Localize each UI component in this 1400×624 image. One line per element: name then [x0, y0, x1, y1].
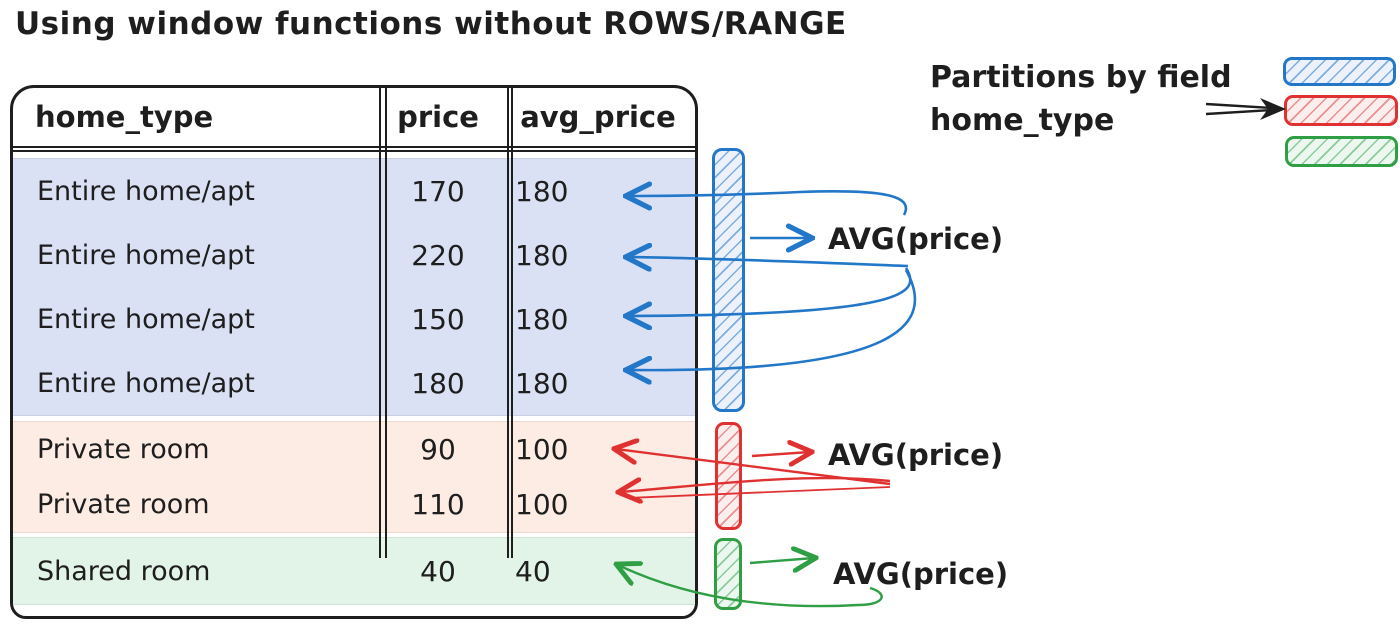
avg-price-label-green: AVG(price) — [833, 557, 1009, 591]
header-cell-avg-price: avg_price — [520, 100, 676, 134]
cell-home-type: Private room — [37, 489, 210, 520]
table-row: Shared room 40 40 — [13, 538, 695, 604]
cell-home-type: Entire home/apt — [37, 367, 255, 399]
window-frame-bar-blue — [712, 148, 745, 412]
partition-section-entire-home: Entire home/apt 170 180 Entire home/apt … — [13, 158, 695, 416]
table-row: Entire home/apt 180 180 — [13, 351, 695, 415]
cell-home-type: Entire home/apt — [37, 175, 255, 207]
cell-home-type: Shared room — [37, 555, 211, 587]
cell-price: 180 — [411, 366, 465, 400]
table-row: Entire home/apt 170 180 — [13, 159, 695, 223]
cell-price: 40 — [420, 554, 456, 588]
column-divider-avg-price — [507, 88, 513, 558]
cell-home-type: Private room — [37, 434, 210, 465]
cell-home-type: Entire home/apt — [37, 239, 255, 271]
cell-home-type: Entire home/apt — [37, 303, 255, 335]
cell-avg-price: 180 — [515, 238, 569, 272]
cell-price: 150 — [411, 302, 465, 336]
legend-pill-green — [1285, 136, 1398, 167]
window-frame-bar-red — [715, 422, 742, 530]
table-row: Private room 110 100 — [13, 477, 695, 532]
header-cell-price: price — [397, 100, 479, 134]
cell-avg-price: 40 — [515, 554, 551, 588]
page-title: Using window functions without ROWS/RANG… — [15, 6, 847, 42]
column-divider-price — [379, 88, 387, 558]
cell-price: 170 — [411, 174, 465, 208]
avg-price-label-red: AVG(price) — [828, 438, 1004, 472]
cell-avg-price: 180 — [515, 174, 569, 208]
table-row: Private room 90 100 — [13, 422, 695, 477]
window-frame-bar-green — [714, 538, 742, 610]
partition-note-line2: home_type — [930, 103, 1115, 138]
partition-note-arrow — [1205, 98, 1286, 120]
cell-avg-price: 180 — [515, 302, 569, 336]
legend-pill-blue — [1283, 57, 1396, 86]
partition-note-line1: Partitions by field — [930, 60, 1232, 95]
green-avg-arrow — [749, 558, 814, 563]
cell-price: 220 — [411, 238, 465, 272]
header-cell-home-type: home_type — [35, 100, 214, 134]
data-table: home_type price avg_price Entire home/ap… — [10, 85, 698, 619]
avg-price-label-blue: AVG(price) — [828, 222, 1004, 256]
cell-avg-price: 100 — [515, 488, 569, 521]
partition-section-private-room: Private room 90 100 Private room 110 100 — [13, 421, 695, 533]
cell-avg-price: 180 — [515, 366, 569, 400]
red-avg-arrow — [751, 452, 810, 456]
table-row: Entire home/apt 220 180 — [13, 223, 695, 287]
cell-price: 110 — [411, 488, 465, 521]
cell-avg-price: 100 — [515, 433, 569, 466]
cell-price: 90 — [420, 433, 456, 466]
table-header: home_type price avg_price — [13, 88, 695, 152]
legend-pill-red — [1284, 95, 1398, 126]
partition-section-shared-room: Shared room 40 40 — [13, 537, 695, 605]
table-row: Entire home/apt 150 180 — [13, 287, 695, 351]
